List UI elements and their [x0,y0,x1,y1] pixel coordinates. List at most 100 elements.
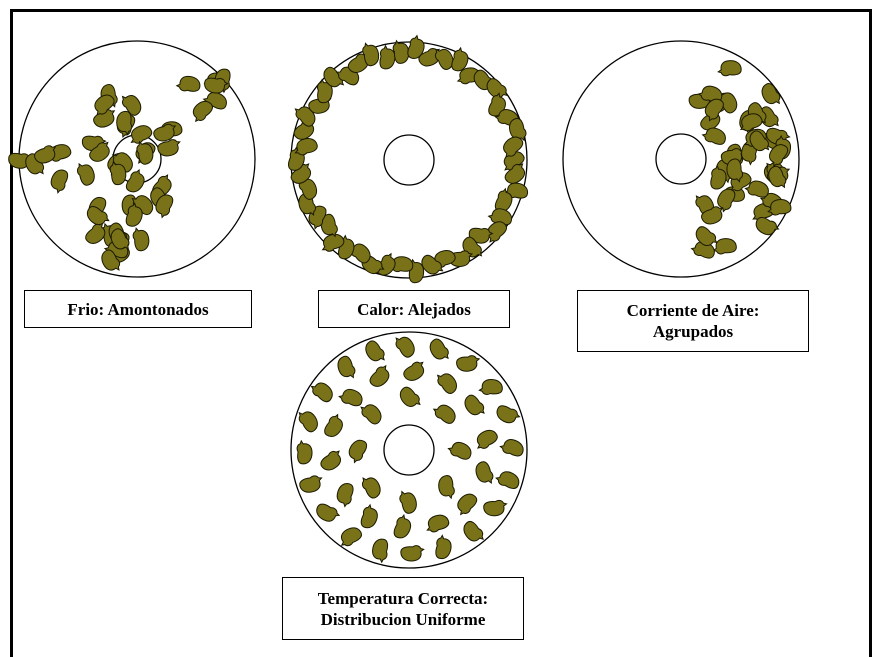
chick-icon [744,180,769,198]
chick-icon [426,514,450,533]
chick-icon [399,490,417,514]
chick-icon [89,141,110,162]
chick-icon [457,493,478,516]
label-draft: Corriente de Aire: Agrupados [577,290,809,352]
chick-icon [192,100,213,123]
chick-icon [478,379,503,395]
chick-icon [503,136,524,158]
chick-icon [486,78,508,99]
chick-icon [508,117,527,142]
chick-icon [710,164,727,190]
chick-icon [499,439,524,457]
chick-icon [432,404,456,424]
chick-icon [393,514,412,539]
chick-icon [447,441,472,460]
chick-icon [448,250,474,268]
label-hot-line-1: Calor: Alejados [357,299,471,319]
chick-icon [337,355,356,379]
chick-icon [101,249,121,271]
chick-icon [486,221,508,243]
chick-icon [451,46,469,72]
chick-icon [726,158,744,183]
label-draft-line-2: Agrupados [652,322,734,341]
chick-icon [739,113,763,132]
chick-icon [110,228,130,250]
chick-icon [761,83,781,105]
chick-icon [155,194,174,219]
chick-icon [157,139,181,157]
label-correct-line-1: Temperatura Correcta: [317,588,489,608]
chick-icon [175,75,201,92]
chick-icon [749,130,770,152]
chick-icon [324,413,343,437]
chick-icon [456,355,481,372]
chick-icon [504,163,526,184]
label-hot: Calor: Alejados [318,290,510,328]
chick-icon [94,94,115,116]
brooder-correct [290,331,528,569]
chick-icon [338,388,363,407]
chick-icon [464,394,485,416]
chick-icon [294,138,318,156]
chick-icon [362,42,380,67]
chick-icon [204,77,229,94]
chick-icon [429,338,449,360]
heat-source-hot [383,134,435,186]
chick-icon [476,429,498,449]
chick-icon [369,364,390,387]
chick-icon [755,216,780,236]
figure-frame [10,9,872,657]
chick-icon [475,461,494,484]
chick-icon [361,477,381,499]
chick-icon [85,222,106,244]
chick-icon [372,538,389,564]
chick-icon [768,165,787,189]
label-cold: Frio: Amontonados [24,290,252,328]
label-cold-line-1: Frio: Amontonados [67,299,209,319]
brooder-hot [288,34,529,284]
chick-icon [336,483,354,508]
chick-icon [298,411,318,433]
chick-icon [717,60,742,77]
chick-icon [379,44,396,70]
chick-icon [769,144,789,168]
chick-icon [296,439,313,465]
label-correct-line-2: Distribucion Uniforme [320,609,486,629]
chick-icon [109,160,127,186]
chick-icon [116,110,133,136]
heat-source-correct [383,424,435,476]
chick-icon [483,499,508,517]
chick-icon [360,503,378,529]
heat-source-draft [655,133,707,185]
chick-icon [125,202,143,227]
chick-icon [695,226,718,247]
chick-icon [365,340,385,362]
chick-icon [395,336,415,358]
chick-icon [294,106,316,127]
chick-icon [400,545,425,562]
chick-icon [130,125,153,144]
chick-icon [153,123,177,142]
chick-icon [418,47,441,67]
chick-icon [494,187,513,213]
label-correct: Temperatura Correcta: Distribucion Unifo… [282,577,524,640]
brooder-draft [562,40,800,278]
chick-icon [717,188,736,213]
chick-icon [320,450,341,471]
chick-icon [136,140,154,165]
chick-icon [50,169,69,194]
chick-icon [767,199,792,216]
chick-icon [495,471,520,489]
chick-icon [403,361,425,381]
chick-icon [86,205,110,226]
chick-icon [121,95,142,116]
chick-icon [317,78,333,104]
chick-icon [340,527,362,547]
chick-icon [76,162,95,186]
chick-icon [132,227,150,252]
chick-icon [463,520,484,542]
chick-icon [701,127,726,145]
chick-icon [323,66,345,88]
brooder-cold [8,40,256,278]
